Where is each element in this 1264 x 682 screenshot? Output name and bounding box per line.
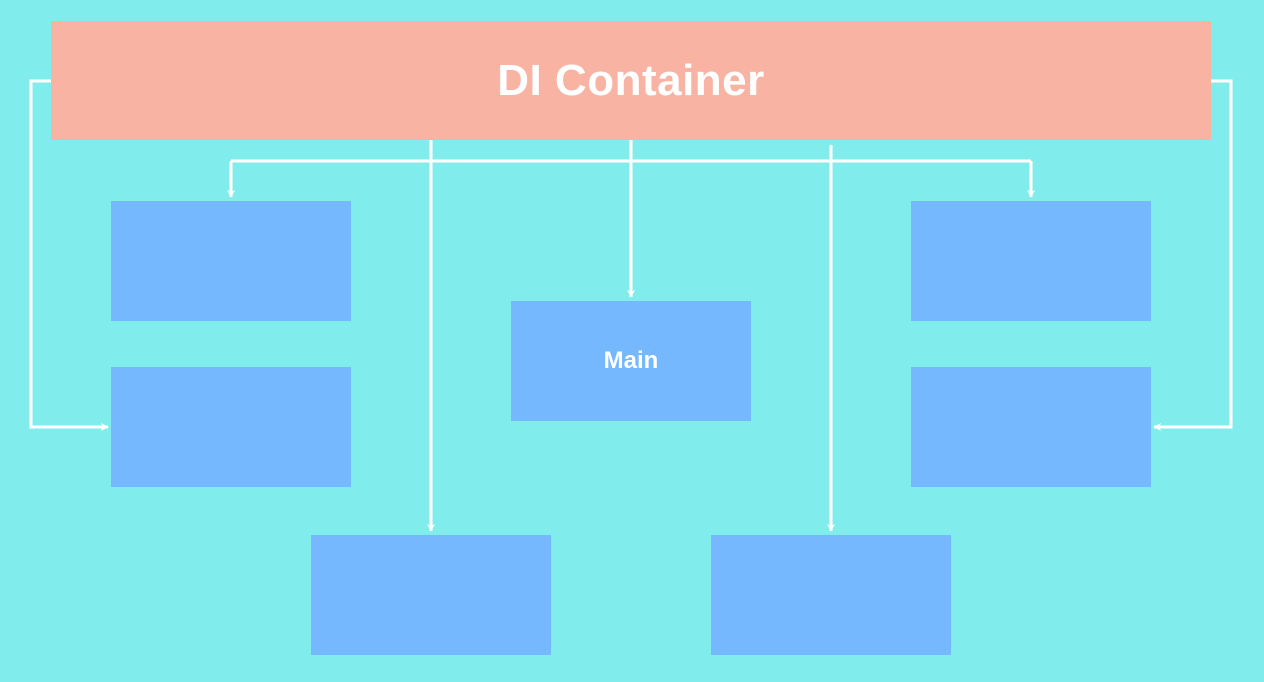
di-container-bar: DI Container xyxy=(51,21,1211,140)
component-box-left-top xyxy=(111,201,351,321)
connector-right-outer xyxy=(1153,79,1233,431)
component-box-right-top xyxy=(911,201,1151,321)
component-box-bottom-left xyxy=(311,535,551,655)
main-box: Main xyxy=(511,301,751,421)
main-label: Main xyxy=(603,347,659,374)
component-box-left-bottom xyxy=(111,367,351,487)
di-container-label: DI Container xyxy=(497,55,765,105)
component-box-right-bottom xyxy=(911,367,1151,487)
component-box-bottom-right xyxy=(711,535,951,655)
connector-left-outer xyxy=(29,79,109,431)
